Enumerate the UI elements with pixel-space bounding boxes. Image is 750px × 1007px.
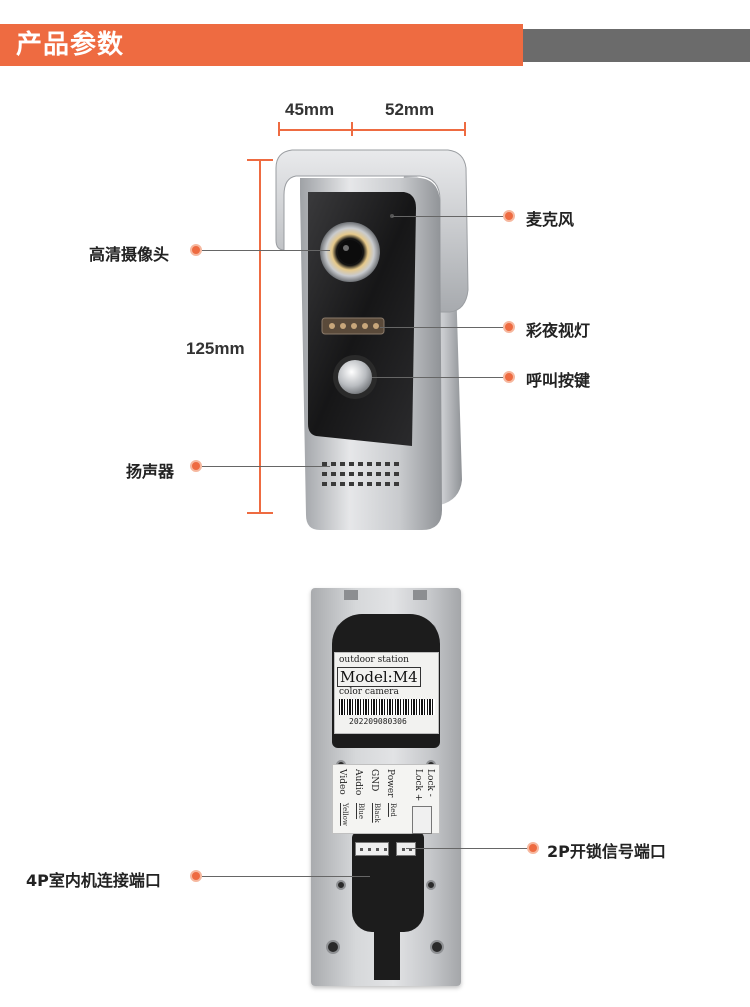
dimension-tick-right xyxy=(464,122,466,136)
screw-hole xyxy=(336,880,346,890)
front-device-image xyxy=(275,149,469,530)
callout-line-speaker xyxy=(202,466,330,467)
dimension-height-line xyxy=(259,160,261,513)
callout-label-microphone: 麦克风 xyxy=(526,210,575,229)
wire-color-blue: Blue xyxy=(357,803,365,820)
callout-dot-speaker xyxy=(190,460,202,472)
wire-label-audio: Audio xyxy=(353,769,363,796)
sticker-serial: 202209080306 xyxy=(349,717,407,726)
wire-color-black: Black xyxy=(373,803,381,823)
dimension-width-right: 52mm xyxy=(385,100,435,119)
dimension-tick-bottom xyxy=(247,512,273,514)
barcode xyxy=(339,699,435,715)
wire-color-red: Red xyxy=(389,803,397,817)
callout-dot-call-button xyxy=(503,371,515,383)
callout-dot-lock-port xyxy=(527,842,539,854)
callout-label-indoor-port: 4P室内机连接端口 xyxy=(26,871,161,890)
wire-label-gnd: GND xyxy=(369,769,379,792)
callout-line-indoor-port xyxy=(202,876,370,877)
mount-clip-right xyxy=(413,590,427,600)
callout-dot-microphone xyxy=(503,210,515,222)
callout-dot-camera xyxy=(190,244,202,256)
dimension-width-left: 45mm xyxy=(285,100,335,119)
sticker-title: outdoor station xyxy=(339,655,409,665)
callout-label-speaker: 扬声器 xyxy=(126,462,175,481)
mount-clip-left xyxy=(344,590,358,600)
callout-line-camera xyxy=(202,250,330,251)
wire-label-lock-minus: Lock - xyxy=(425,769,435,797)
screw-hole xyxy=(426,880,436,890)
cable-channel xyxy=(374,920,400,980)
callout-dot-night-light xyxy=(503,321,515,333)
sticker-subtitle: color camera xyxy=(339,687,399,697)
dimension-tick-top xyxy=(247,159,273,161)
header-bar xyxy=(0,24,523,66)
connector-2p xyxy=(396,842,416,856)
callout-label-night-light: 彩夜视灯 xyxy=(526,321,591,340)
callout-line-night-light xyxy=(380,327,504,328)
callout-label-camera: 高清摄像头 xyxy=(89,245,170,264)
wire-label-video: Video xyxy=(337,769,347,795)
dimension-tick-mid xyxy=(351,122,353,136)
callout-line-lock-port xyxy=(406,848,528,849)
wire-label-lock-plus: Lock + xyxy=(413,769,423,802)
wire-color-yellow: Yellow xyxy=(341,803,349,826)
model-sticker: outdoor station Model:M4 color camera 20… xyxy=(334,652,439,734)
page-title: 产品参数 xyxy=(16,30,125,60)
callout-label-lock-port: 2P开锁信号端口 xyxy=(547,842,666,861)
sticker-model: Model:M4 xyxy=(337,667,421,687)
lock-terminal xyxy=(412,806,432,834)
header-accent-bar xyxy=(523,29,750,62)
callout-line-call-button xyxy=(372,377,504,378)
dimension-height: 125mm xyxy=(186,339,245,358)
dimension-width-line xyxy=(279,129,465,131)
connector-4p xyxy=(355,842,389,856)
callout-line-microphone xyxy=(392,216,504,217)
bottom-screw xyxy=(326,940,340,954)
callout-dot-indoor-port xyxy=(190,870,202,882)
wire-label-power: Power xyxy=(385,769,395,798)
dimension-tick-left xyxy=(278,122,280,136)
callout-label-call-button: 呼叫按键 xyxy=(526,371,591,390)
bottom-screw xyxy=(430,940,444,954)
